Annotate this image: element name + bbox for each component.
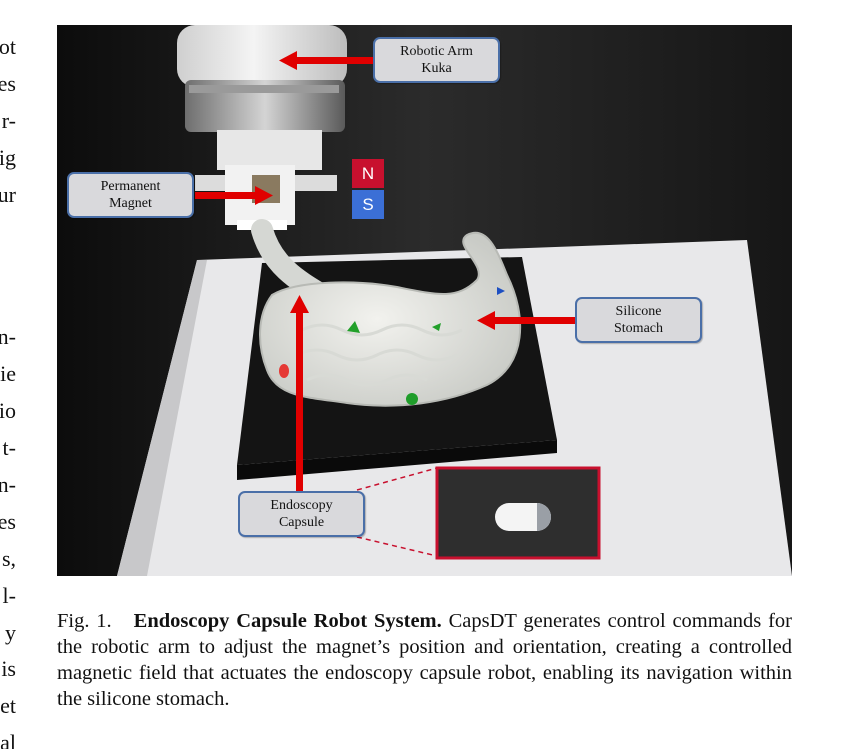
column-fragment: n- <box>0 472 16 497</box>
column-fragment: is <box>1 656 16 681</box>
magnet-south-pole: S <box>352 190 384 219</box>
column-fragment: t- <box>2 435 16 460</box>
caption-body: CapsDT generates control commands for th… <box>57 610 793 710</box>
annotation-arrows <box>195 51 577 496</box>
column-fragment: et <box>0 693 16 718</box>
column-fragment: al <box>0 730 16 749</box>
column-fragment: ot <box>0 34 16 59</box>
callout-endoscopy-capsule: Endoscopy Capsule <box>238 491 365 537</box>
column-fragment: n- <box>0 324 16 349</box>
figure-caption: Fig. 1. Endoscopy Capsule Robot System. C… <box>57 608 792 712</box>
figure-photo: N S Robotic Arm Kuka Permanent Magnet Si… <box>57 25 792 576</box>
figure-title: Endoscopy Capsule Robot System. <box>133 610 442 632</box>
figure-label: Fig. 1. <box>57 610 112 632</box>
column-fragment: ur <box>0 182 16 207</box>
column-fragment: io <box>0 398 16 423</box>
column-fragment: s, <box>1 546 16 571</box>
capsule-inset <box>356 466 601 560</box>
photo-illustration <box>57 25 792 576</box>
silicone-stomach <box>259 231 522 407</box>
previous-column-fragments: ot es r-ig ur n-ie io t-n-es s, l-y is et al <box>0 0 18 749</box>
column-fragment: es <box>0 509 16 534</box>
magnet-north-pole: N <box>352 159 384 188</box>
callout-permanent-magnet: Permanent Magnet <box>67 172 194 218</box>
column-fragment: r- <box>1 108 16 133</box>
column-fragment: l- <box>2 583 16 608</box>
callout-robotic-arm: Robotic Arm Kuka <box>373 37 500 83</box>
column-fragment: y <box>5 620 16 645</box>
column-fragment: ie <box>0 361 16 386</box>
column-fragment: ig <box>0 145 16 170</box>
column-fragment: es <box>0 71 16 96</box>
callout-silicone-stomach: Silicone Stomach <box>575 297 702 343</box>
